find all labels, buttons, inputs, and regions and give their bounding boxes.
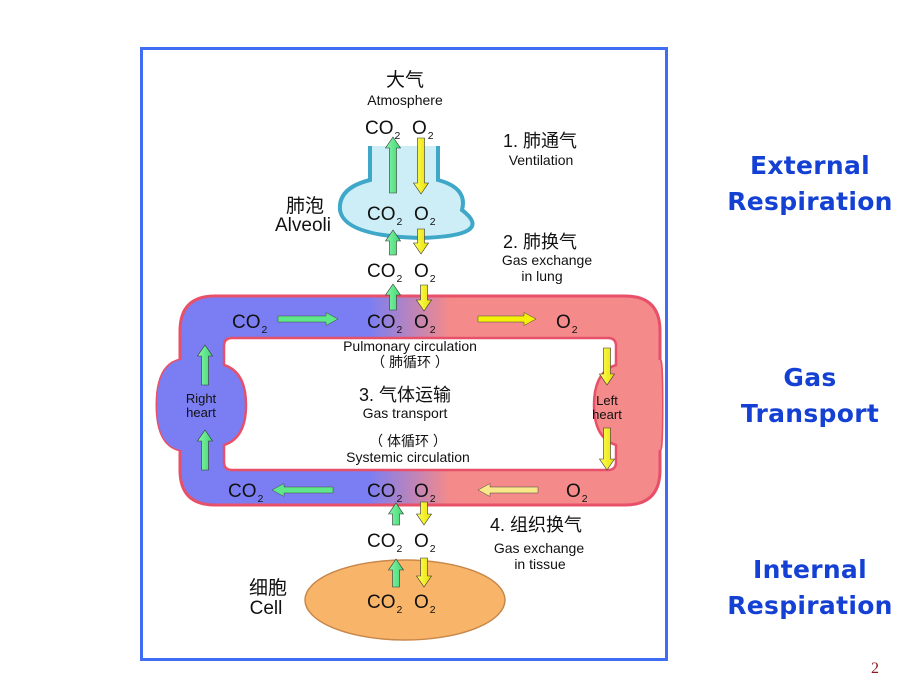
- step4-en: Gas exchange: [494, 540, 584, 556]
- co2-label-pulmonary-exchange: CO2: [367, 312, 403, 336]
- atmosphere-zh: 大气: [386, 69, 424, 91]
- circulation-loop: [155, 294, 664, 507]
- external-respiration-label: External Respiration: [700, 148, 920, 220]
- right-heart-line1: Right: [186, 391, 217, 406]
- co2-label-tissue-fluid: CO2: [367, 531, 403, 555]
- alveoli-shape: [337, 146, 475, 241]
- step2-en: Gas exchange: [502, 252, 592, 268]
- co2-arrow-right-heart-up: [196, 344, 214, 386]
- o2-label-atmosphere: O2: [412, 118, 434, 142]
- co2-arrow-cell: [387, 558, 405, 588]
- co2-label-systemic-exchange: CO2: [367, 481, 403, 505]
- left-heart-bulge: [592, 360, 662, 450]
- o2-arrow-tissue: [415, 501, 433, 526]
- step2-zh: 2. 肺换气: [503, 232, 577, 252]
- co2-label-alveoli: CO2: [367, 204, 403, 228]
- right-heart-bulge: [157, 360, 250, 450]
- page-number: 2: [871, 660, 879, 677]
- cell-zh: 细胞: [249, 577, 287, 599]
- co2-arrow-tissue: [387, 502, 405, 526]
- alveoli-en: Alveoli: [275, 215, 331, 236]
- external-line1: External: [749, 151, 871, 180]
- right-heart-line2: heart: [186, 405, 216, 420]
- left-heart-line1: Left: [596, 393, 618, 408]
- o2-arrow-cell: [415, 557, 433, 588]
- co2-label-lung-capillary: CO2: [367, 261, 403, 285]
- co2-arrow-right-heart-lower: [196, 429, 214, 471]
- alveoli-zh: 肺泡: [286, 195, 324, 217]
- co2-arrow-ventilation: [384, 136, 402, 194]
- left-heart-line2: heart: [592, 407, 622, 422]
- o2-arrow-left-heart-down: [598, 427, 616, 471]
- co2-arrow-pulmonary: [384, 283, 402, 311]
- cell-shape: [304, 559, 506, 641]
- pulmonary-en: Pulmonary circulation: [343, 338, 477, 354]
- co2-arrow-lung-exchange: [384, 229, 402, 256]
- co2-label-venous-top: CO2: [232, 312, 268, 336]
- o2-label-lung-capillary: O2: [414, 261, 436, 285]
- pulmonary-zh: （ 肺循环 ）: [371, 354, 449, 370]
- systemic-en: Systemic circulation: [346, 449, 470, 465]
- step1-zh: 1. 肺通气: [503, 131, 577, 151]
- internal-line1: Internal: [753, 555, 867, 584]
- o2-arrow-left-heart-upper: [598, 347, 616, 386]
- internal-line2: Respiration: [727, 591, 893, 620]
- systemic-zh: （ 体循环 ）: [369, 433, 447, 449]
- atmosphere-en: Atmosphere: [367, 92, 443, 108]
- step3-en: Gas transport: [363, 405, 448, 421]
- external-line2: Respiration: [727, 187, 893, 216]
- cell-en: Cell: [250, 598, 283, 619]
- step1-en: Ventilation: [509, 152, 574, 168]
- co2-arrow-to-lung: [277, 312, 339, 326]
- step4-zh: 4. 组织换气: [490, 515, 582, 535]
- co2-label-atmosphere: CO2: [365, 118, 401, 142]
- o2-arrow-pulmonary: [415, 284, 433, 312]
- step2-en2: in lung: [521, 268, 562, 284]
- o2-arrow-lung-exchange: [412, 228, 430, 255]
- step4-en2: in tissue: [514, 556, 566, 572]
- internal-respiration-label: Internal Respiration: [700, 552, 920, 624]
- o2-arrow-to-left-heart: [477, 312, 537, 326]
- transport-line2: Transport: [740, 399, 880, 428]
- transport-line1: Gas: [783, 363, 837, 392]
- co2-label-venous-bottom: CO2: [228, 481, 264, 505]
- o2-label-tissue-fluid: O2: [414, 531, 436, 555]
- o2-arrow-ventilation: [412, 137, 430, 195]
- step3-zh: 3. 气体运输: [359, 385, 451, 405]
- co2-label-cell: CO2: [367, 592, 403, 616]
- gas-transport-label: Gas Transport: [700, 360, 920, 432]
- o2-arrow-to-tissue: [477, 483, 539, 497]
- co2-arrow-to-right-heart: [271, 483, 334, 497]
